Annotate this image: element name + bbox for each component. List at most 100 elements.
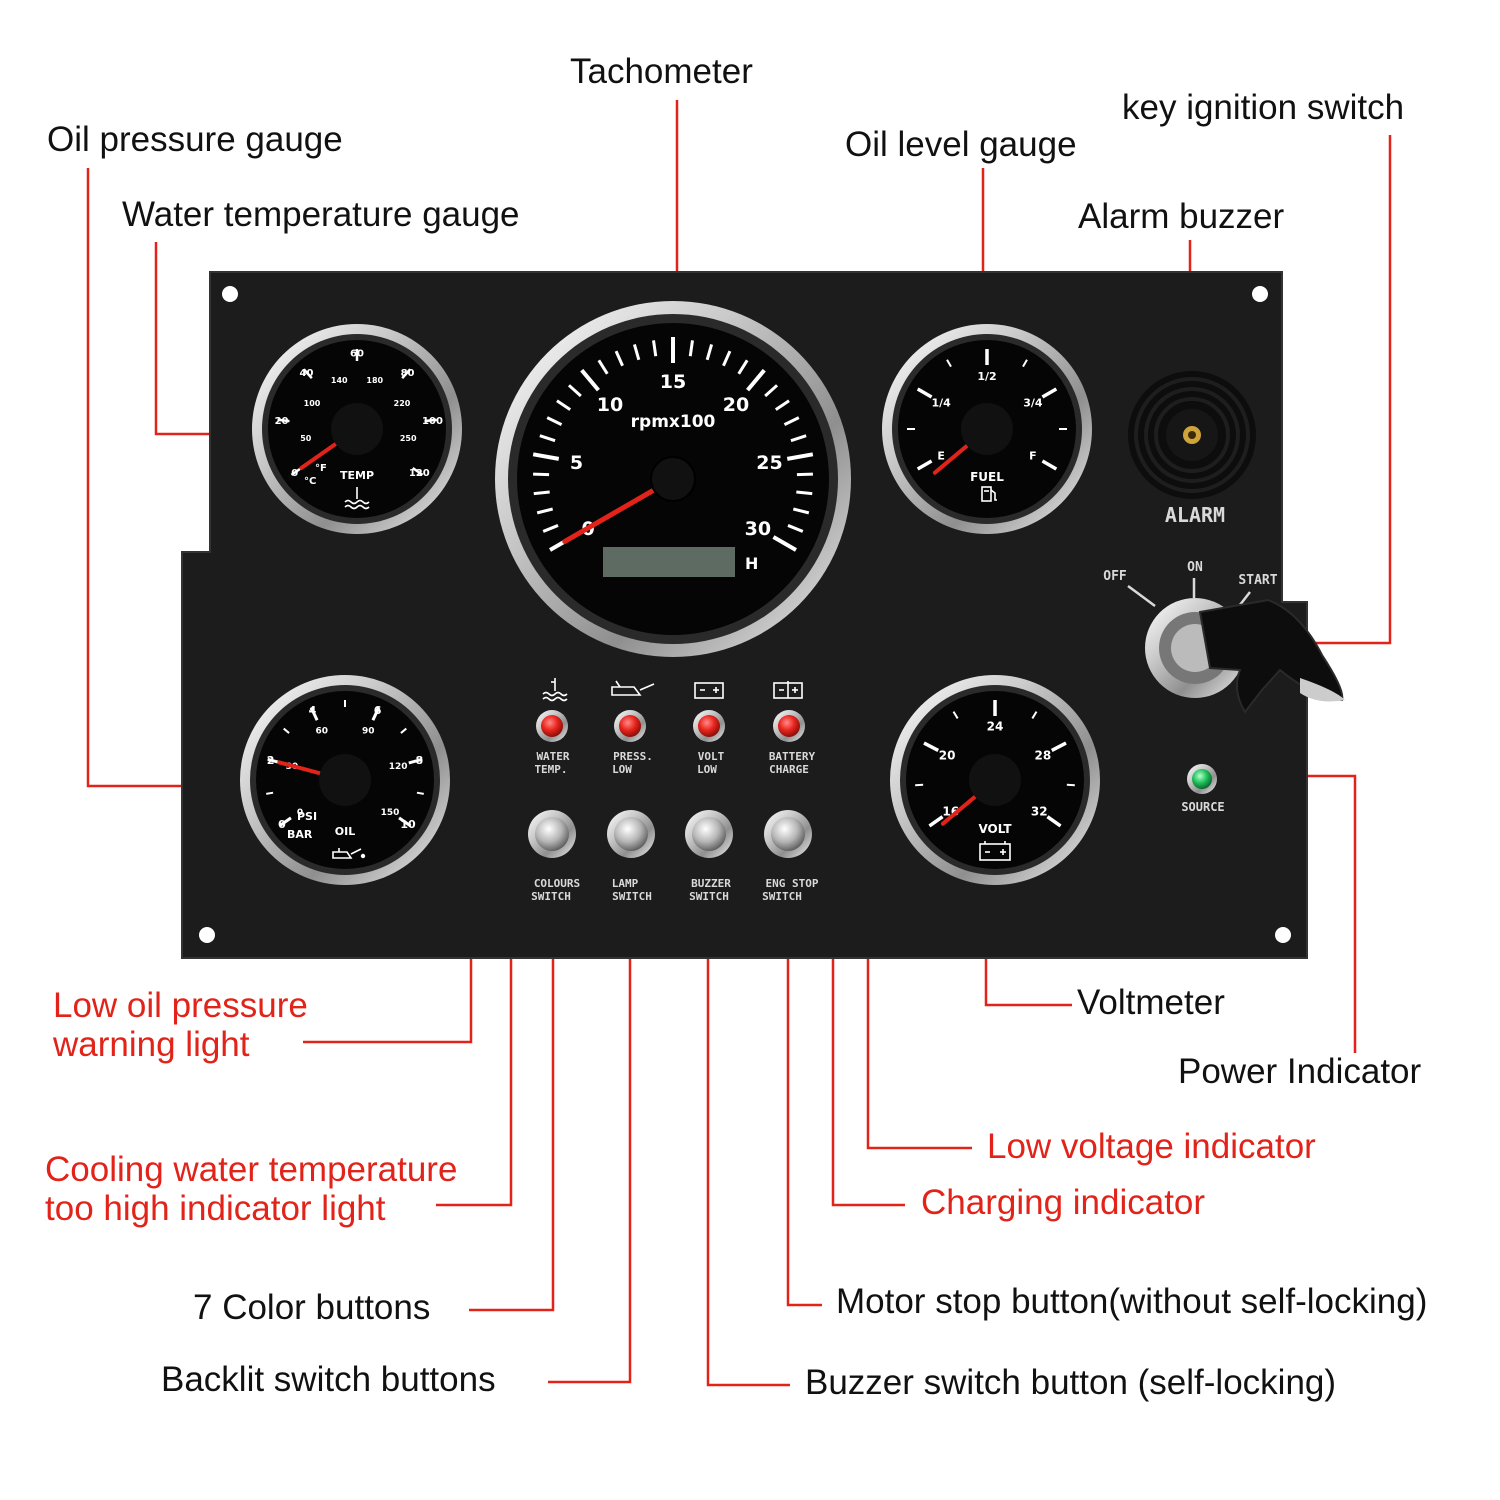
dial-tick (746, 368, 766, 392)
dial-tick (917, 464, 926, 470)
dial-scale-label: 60 (350, 349, 364, 360)
switch-label: ENG STOP (766, 877, 819, 890)
warning-label: LOW (612, 763, 632, 776)
warning-lights (536, 710, 805, 742)
oil-pressure-unit-psi: PSI (297, 810, 317, 823)
dial-tick (556, 399, 572, 411)
dial-tick (401, 368, 412, 380)
mounting-hole (1275, 927, 1291, 943)
colours-switch-button[interactable] (528, 810, 576, 858)
oil-pressure-label: OIL (335, 825, 355, 838)
dial-scale-label: 250 (400, 434, 417, 443)
warning-label: TEMP. (534, 763, 567, 776)
dial-scale-label: 120 (389, 762, 408, 772)
low-voltage-warning-light (693, 710, 725, 742)
dial-tick (652, 340, 658, 357)
dial-tick (792, 507, 810, 515)
dial-tick (424, 418, 437, 423)
dial-scale-label: 20 (275, 416, 289, 427)
dial-tick (915, 783, 924, 787)
dial-tick (277, 418, 290, 423)
callout-voltmeter: Voltmeter (1077, 983, 1225, 1022)
fuel-scale: E1/41/23/4F (931, 370, 1042, 463)
dial-tick (1053, 820, 1062, 827)
engine-stop-switch-button[interactable] (764, 810, 812, 858)
oil-pressure-hub (319, 754, 371, 806)
warning-light-labels: WATER TEMP. PRESS. LOW VOLT LOW BATTERY … (534, 750, 815, 776)
temperature-unit-c: °C (304, 476, 316, 487)
dial-scale-label: 4 (309, 704, 317, 717)
battery-charge-warning-light (773, 710, 805, 742)
dial-tick (1066, 783, 1075, 787)
dial-tick (532, 452, 560, 461)
voltmeter-ticks (915, 700, 1075, 828)
fuel-ticks (907, 349, 1067, 471)
dial-tick (290, 466, 303, 476)
key-position-start: START (1238, 573, 1277, 588)
battery-icon (979, 841, 1011, 861)
hour-meter-display (603, 547, 735, 577)
callout-tachometer: Tachometer (570, 52, 753, 91)
callout-low-oil-pressure-light: Low oil pressure warning light (53, 986, 308, 1065)
dial-tick (1048, 388, 1057, 394)
callout-buzzer-switch-button: Buzzer switch button (self-locking) (805, 1363, 1337, 1402)
ignition-key-switch: OFF ON START (1103, 560, 1345, 714)
dial-scale-label: 6 (374, 704, 382, 717)
lamp-switch-button[interactable] (607, 810, 655, 858)
dial-tick (567, 384, 582, 398)
dial-tick (928, 820, 937, 827)
alarm-label: ALARM (1165, 503, 1225, 527)
key-position-on: ON (1187, 560, 1203, 575)
switch-labels: COLOURS SWITCH LAMP SWITCH BUZZER SWITCH… (531, 877, 819, 903)
fuel-pump-icon (981, 486, 997, 502)
dial-tick (688, 340, 694, 357)
dial-tick (400, 727, 407, 734)
callout-seven-color-buttons: 7 Color buttons (193, 1288, 431, 1327)
oil-can-icon (611, 680, 655, 696)
tachometer-unit: rpmx100 (631, 412, 716, 432)
temperature-unit-f: °F (315, 463, 327, 474)
temperature-ticks (277, 349, 437, 476)
dial-tick (923, 742, 932, 748)
source-label: SOURCE (1181, 800, 1224, 814)
battery-charge-icon (773, 681, 803, 699)
dial-scale-label: 2 (267, 754, 275, 767)
key-position-off: OFF (1103, 569, 1127, 584)
dial-tick (783, 416, 800, 426)
dial-tick (580, 368, 600, 392)
warning-label: VOLT (698, 750, 725, 763)
dial-tick (787, 524, 804, 533)
oil-can-icon (332, 848, 366, 859)
switch-label: SWITCH (612, 890, 652, 903)
dial-tick (533, 472, 550, 477)
dial-tick (614, 350, 624, 367)
dial-scale-label: 140 (331, 376, 348, 385)
dial-scale-label: 28 (1035, 748, 1052, 762)
dial-scale-label: 10 (400, 818, 416, 831)
dial-tick (546, 416, 563, 426)
fuel-hub (961, 403, 1013, 455)
dial-tick (722, 350, 732, 367)
tachometer-hub (650, 456, 696, 502)
switch-label: SWITCH (531, 890, 571, 903)
dial-tick (302, 368, 313, 380)
dial-scale-label: 24 (987, 719, 1004, 733)
dial-scale-label: 5 (570, 452, 583, 474)
switch-label: BUZZER (691, 877, 731, 890)
buzzer-switch-button[interactable] (685, 810, 733, 858)
dial-scale-label: 10 (597, 394, 623, 416)
switch-label: COLOURS (534, 877, 580, 890)
dial-tick (790, 434, 807, 443)
dial-scale-label: 50 (300, 434, 312, 443)
dial-tick (1031, 711, 1038, 719)
callout-oil-pressure-gauge: Oil pressure gauge (47, 120, 343, 159)
warning-icons (542, 678, 803, 702)
coolant-temperature-icon (344, 487, 370, 510)
dial-scale-label: 0 (297, 808, 303, 818)
dial-tick (597, 359, 609, 375)
power-indicator (1187, 764, 1217, 794)
dial-tick (266, 791, 274, 795)
callout-backlit-switch-buttons: Backlit switch buttons (161, 1360, 496, 1399)
